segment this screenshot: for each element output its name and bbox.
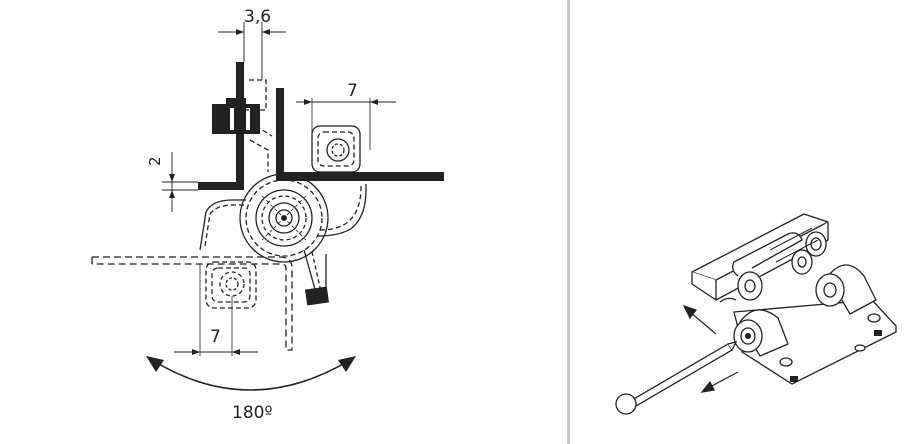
barrel-outer: [239, 173, 329, 263]
panel-divider: [567, 0, 570, 444]
upper-panel-horizontal: [198, 182, 244, 190]
dim-label-bottom: 7: [210, 327, 221, 347]
rotation-arc: [151, 359, 351, 391]
dim-label-right: 7: [347, 81, 358, 101]
dim-label-top: 3,6: [244, 7, 271, 27]
hinge-leaf-outline: [199, 184, 367, 251]
dim-label-left-vertical: 2: [146, 156, 164, 166]
swung-panel-dashed: [92, 256, 293, 351]
rotation-arrow-right-icon: [338, 356, 356, 372]
dim-top-lines: [218, 22, 286, 80]
bolt-nut: [212, 104, 260, 134]
hinge-pin-icon: [615, 341, 738, 415]
hinge-section-view: [91, 22, 444, 391]
nut-pad-upper: [311, 125, 361, 173]
assembly-arrow-icon: [682, 304, 739, 393]
hinge-3d-icon: [691, 213, 897, 385]
nut-pad-lower: [205, 261, 257, 309]
rotation-label: 180º: [232, 403, 272, 423]
rotation-arrow-left-icon: [146, 356, 164, 372]
